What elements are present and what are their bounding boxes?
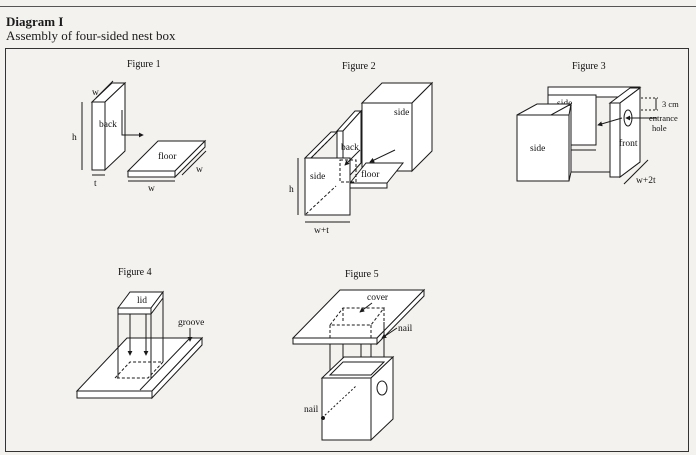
figure-2-floor-label: floor: [361, 169, 380, 180]
figure-3-entrance-label: entrance: [649, 113, 678, 123]
figure-1-w-label-back: w: [92, 88, 99, 98]
figure-5: Figure 5 cover nail: [291, 269, 426, 442]
figure-1-w-dimension-depth: [181, 150, 207, 176]
nail-icon: [321, 416, 325, 420]
figure-1-floor-label: floor: [158, 151, 177, 162]
figure-5-cover-board: [291, 288, 426, 346]
figure-5-cover-label: cover: [367, 293, 389, 303]
diagram-title: Diagram I: [6, 14, 64, 29]
figure-1-back-panel: [90, 81, 127, 172]
figure-1-floor-panel: [126, 139, 207, 179]
figure-5-cover-arrow: [359, 302, 373, 313]
figure-3-w2t-dimension: [623, 159, 649, 185]
figure-5-caption: Figure 5: [345, 269, 379, 280]
diagram-frame: [5, 48, 689, 452]
figure-4-dashed-footprint: [113, 361, 165, 379]
figure-5-dashed-cover: [328, 307, 386, 340]
figure-2: Figure 2 side floor back side: [289, 61, 434, 236]
figure-4-lid-block: [117, 290, 164, 316]
figure-3-near-side-panel: [516, 103, 572, 182]
figure-2-arrow-floor: [369, 149, 396, 163]
figure-2-near-side-label: side: [310, 172, 325, 182]
figure-2-arrow-back: [344, 149, 361, 166]
figure-1-w-label-floor: w: [148, 184, 155, 194]
figure-3-insert-arrow: [597, 117, 623, 127]
figure-2-far-side-label: side: [394, 108, 409, 118]
figure-5-box: [320, 355, 395, 442]
figure-2-floor-panel: [348, 162, 405, 189]
figure-2-back-label: back: [341, 143, 359, 153]
figure-3-hole-label: hole: [652, 123, 667, 133]
figure-1-h-label: h: [72, 133, 77, 143]
figure-1-w-dimension-back: [95, 80, 114, 99]
top-rule: [0, 6, 696, 7]
figure-3-near-side-label: side: [530, 144, 545, 154]
figure-5-nail-top-label: nail: [398, 324, 413, 334]
figure-2-wt-label: w+t: [314, 226, 329, 236]
figure-4-board: [75, 336, 204, 400]
figure-3: Figure 3 side side front: [516, 61, 679, 186]
figure-4-caption: Figure 4: [118, 267, 152, 278]
figure-4: Figure 4 lid groove: [75, 267, 204, 400]
figure-3-front-label: front: [619, 138, 638, 149]
figure-2-h-label: h: [289, 185, 294, 195]
figure-1-w-label-depth: w: [196, 165, 203, 175]
figure-1-t-label: t: [94, 179, 97, 189]
figure-1-arrow: [121, 110, 144, 138]
figure-2-near-side-panel: [303, 131, 351, 216]
figure-2-dashed-insert: [339, 159, 357, 183]
figure-2-far-side-panel: [360, 81, 434, 173]
figure-1-back-label: back: [99, 120, 117, 130]
figure-5-nail-side-label: nail: [304, 405, 319, 415]
figure-4-lid-label: lid: [137, 296, 147, 306]
figure-3-caption: Figure 3: [572, 61, 606, 72]
figure-3-3cm-label: 3 cm: [662, 99, 679, 109]
figure-4-groove-label: groove: [178, 318, 204, 328]
figure-2-caption: Figure 2: [342, 61, 376, 72]
figure-3-front-panel: [608, 87, 642, 178]
figure-1-caption: Figure 1: [127, 59, 161, 70]
figure-5-entrance-hole-icon: [376, 380, 388, 396]
figure-3-w2t-label: w+2t: [636, 176, 656, 186]
figure-1: Figure 1 back floor h w w w t: [72, 59, 207, 194]
diagram-subtitle: Assembly of four-sided nest box: [6, 28, 176, 43]
